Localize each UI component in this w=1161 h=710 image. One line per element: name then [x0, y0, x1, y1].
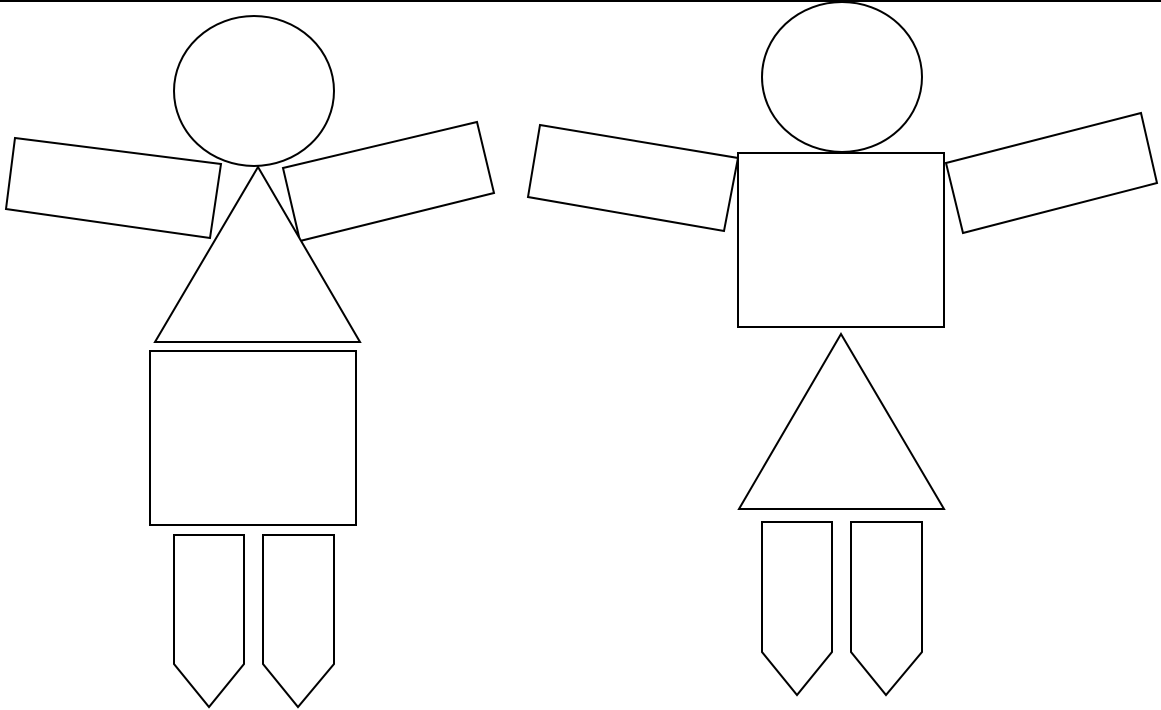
figure-left — [6, 16, 494, 707]
right-figure-left-arm — [528, 125, 738, 231]
left-figure-left-arm — [6, 138, 221, 238]
left-figure-head — [174, 16, 334, 166]
left-figure-square-body — [150, 351, 356, 525]
right-figure-triangle-body — [739, 334, 944, 509]
right-figure-left-leg — [762, 522, 832, 695]
figure-right — [528, 2, 1157, 695]
left-figure-right-leg — [263, 535, 334, 707]
right-figure-square-torso — [738, 153, 944, 327]
right-figure-right-leg — [851, 522, 922, 695]
right-figure-right-arm — [946, 113, 1157, 233]
right-figure-head — [762, 2, 922, 152]
left-figure-left-leg — [174, 535, 244, 707]
